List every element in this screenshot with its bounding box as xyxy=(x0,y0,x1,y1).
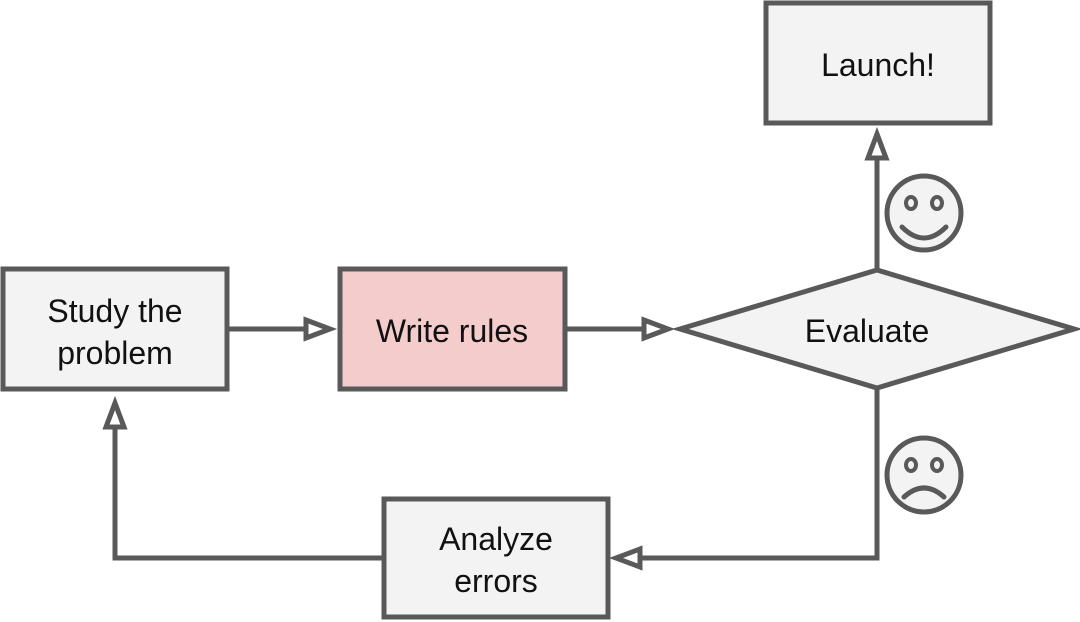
study-problem-box xyxy=(0,266,230,392)
launch-node: Launch! xyxy=(763,0,993,126)
evaluate-diamond xyxy=(671,267,1080,391)
study-problem-label-line2: problem xyxy=(57,335,173,371)
sad-face-icon xyxy=(884,435,964,515)
write-rules-node: Write rules xyxy=(337,266,568,392)
analyze-errors-label-line2: errors xyxy=(454,563,538,599)
arrowhead-study xyxy=(102,395,128,430)
arrowhead-analyze xyxy=(608,545,643,571)
launch-box xyxy=(763,0,993,126)
evaluate-label: Evaluate xyxy=(805,313,930,349)
arrowhead-write xyxy=(303,316,338,342)
arrowhead-launch xyxy=(864,126,890,161)
launch-label: Launch! xyxy=(821,47,935,83)
arrowheads xyxy=(102,126,890,571)
analyze-errors-label-line1: Analyze xyxy=(439,521,553,557)
write-rules-box xyxy=(337,266,568,392)
arrowhead-evaluate xyxy=(641,316,676,342)
study-problem-label-line1: Study the xyxy=(47,293,182,329)
arrow-evaluate-to-analyze xyxy=(642,390,880,561)
evaluate-node: Evaluate xyxy=(671,267,1080,391)
study-problem-node: Study the problem xyxy=(0,266,230,392)
analyze-errors-node: Analyze errors xyxy=(381,496,611,620)
smiley-face-icon xyxy=(884,173,964,253)
write-rules-label: Write rules xyxy=(376,313,528,349)
analyze-errors-box xyxy=(381,496,611,620)
arrow-analyze-to-study xyxy=(112,425,383,561)
connectors xyxy=(112,158,880,561)
